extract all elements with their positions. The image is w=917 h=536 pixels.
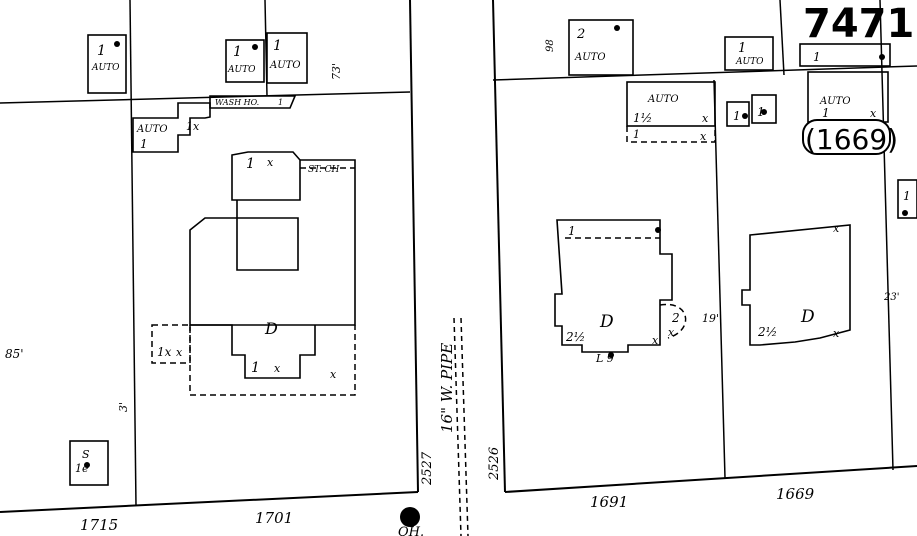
left-garage2-story: 1 [233,44,242,60]
house-d-label: D [264,319,278,338]
svg-text:x: x [870,107,877,120]
right-small-1 [726,101,750,127]
svg-text:x: x [668,326,675,339]
address-1691: 1691 [590,493,628,511]
house-2-story: 2½ [757,325,777,339]
house-top-wing [231,151,301,201]
hydrant-label: OH. [398,525,424,536]
auto-left-story: 1½ [633,111,652,125]
right-garage-a [724,36,774,71]
svg-text:x: x [833,327,840,340]
block-number: (1669) [805,123,898,156]
dim-19: 19' [702,312,719,325]
small-1-a: 1 [733,109,741,123]
right-small-2 [751,94,777,124]
address-1701: 1701 [255,509,293,527]
left-garage1-story: 1 [97,43,106,59]
hydrant-icon [400,507,420,527]
house-1-story: 2½ [565,330,585,344]
pipe-label: 16" W. PIPE [438,343,456,433]
svg-text:x: x [702,112,709,125]
house-story-bottom: 1 [251,360,260,376]
corner-structure [69,440,109,486]
svg-text:x: x [274,362,281,375]
dim-23: 23' [883,292,899,303]
address-1715: 1715 [80,516,118,534]
x-marks: x x x x x x x x x x x [176,107,877,381]
left-garage3-story: 1 [273,38,282,54]
right-block-structures [554,19,917,353]
small-1-b: 1 [757,105,765,119]
dim-73: 73' [330,63,343,80]
house-2-d: D [800,307,815,327]
corner-label-top: S [82,448,90,461]
svg-text:x: x [267,156,274,169]
svg-text:x: x [652,334,659,347]
block-number-oval [802,119,891,155]
left-garage-1 [87,34,127,94]
water-pipe-line [453,317,469,536]
left-garage2-use: AUTO [227,65,256,75]
right-garage-a-story: 1 [738,41,746,56]
house-1-bottom: L 9 [595,352,614,365]
wash-house-story: 1 [278,98,283,107]
far-right-structure [897,179,917,219]
right-house-1 [554,219,673,353]
auto-shed-use: AUTO [136,124,168,135]
address-1669: 1669 [776,485,815,503]
top-right-story: 1 [813,50,821,64]
svg-text:x: x [700,130,707,143]
mark-1x-a: 1x [186,120,200,133]
dim-3: 3' [117,402,130,412]
auto-left-story-2: 1 [633,128,640,141]
left-garage1-use: AUTO [91,63,120,73]
street-lines [0,0,917,513]
right-garage-a-use: AUTO [735,57,764,67]
left-garage-3 [266,32,308,84]
right-garage-2-story: 2 [576,27,585,42]
right-porches [565,126,716,339]
right-auto-left [626,81,716,127]
far-right-story: 1 [903,189,911,203]
street-marker-left: 2527 [420,451,435,486]
svg-text:x: x [833,222,840,235]
auto-right-use: AUTO [819,96,851,107]
house-1-porch: 2 [671,311,680,325]
svg-text:x: x [330,368,337,381]
dim-85: 85' [5,347,24,361]
svg-text:x: x [176,346,183,359]
mark-1x-b: 1x [157,345,172,359]
right-garage-b [799,43,891,67]
left-porches [151,167,356,396]
left-garage-2 [225,39,265,83]
left-garage3-use: AUTO [269,60,301,71]
right-house-2 [741,224,851,346]
marker-dots [84,25,908,468]
auto-shed-story: 1 [140,137,148,151]
auto-right-story: 1 [822,106,830,120]
mark-98: 98 [545,39,556,52]
corner-label-bottom: 1e [75,462,89,475]
sheet-number: 7471 [803,1,914,47]
house-1-top: 1 [568,224,576,238]
st-ch-label: ST. CH [308,165,339,175]
lot-lines [0,0,917,507]
house-1-d: D [599,312,614,332]
house-main [189,159,356,326]
street-marker-right: 2526 [487,447,502,481]
right-garage-2 [568,19,634,76]
house-bottom-wing [190,324,316,379]
right-garage-2-use: AUTO [574,52,606,63]
house-story-top: 1 [246,156,255,172]
auto-left-use: AUTO [647,94,679,105]
left-block-structures [69,32,356,486]
auto-shed [132,102,211,153]
wash-house-label: WASH HO. [215,98,259,107]
